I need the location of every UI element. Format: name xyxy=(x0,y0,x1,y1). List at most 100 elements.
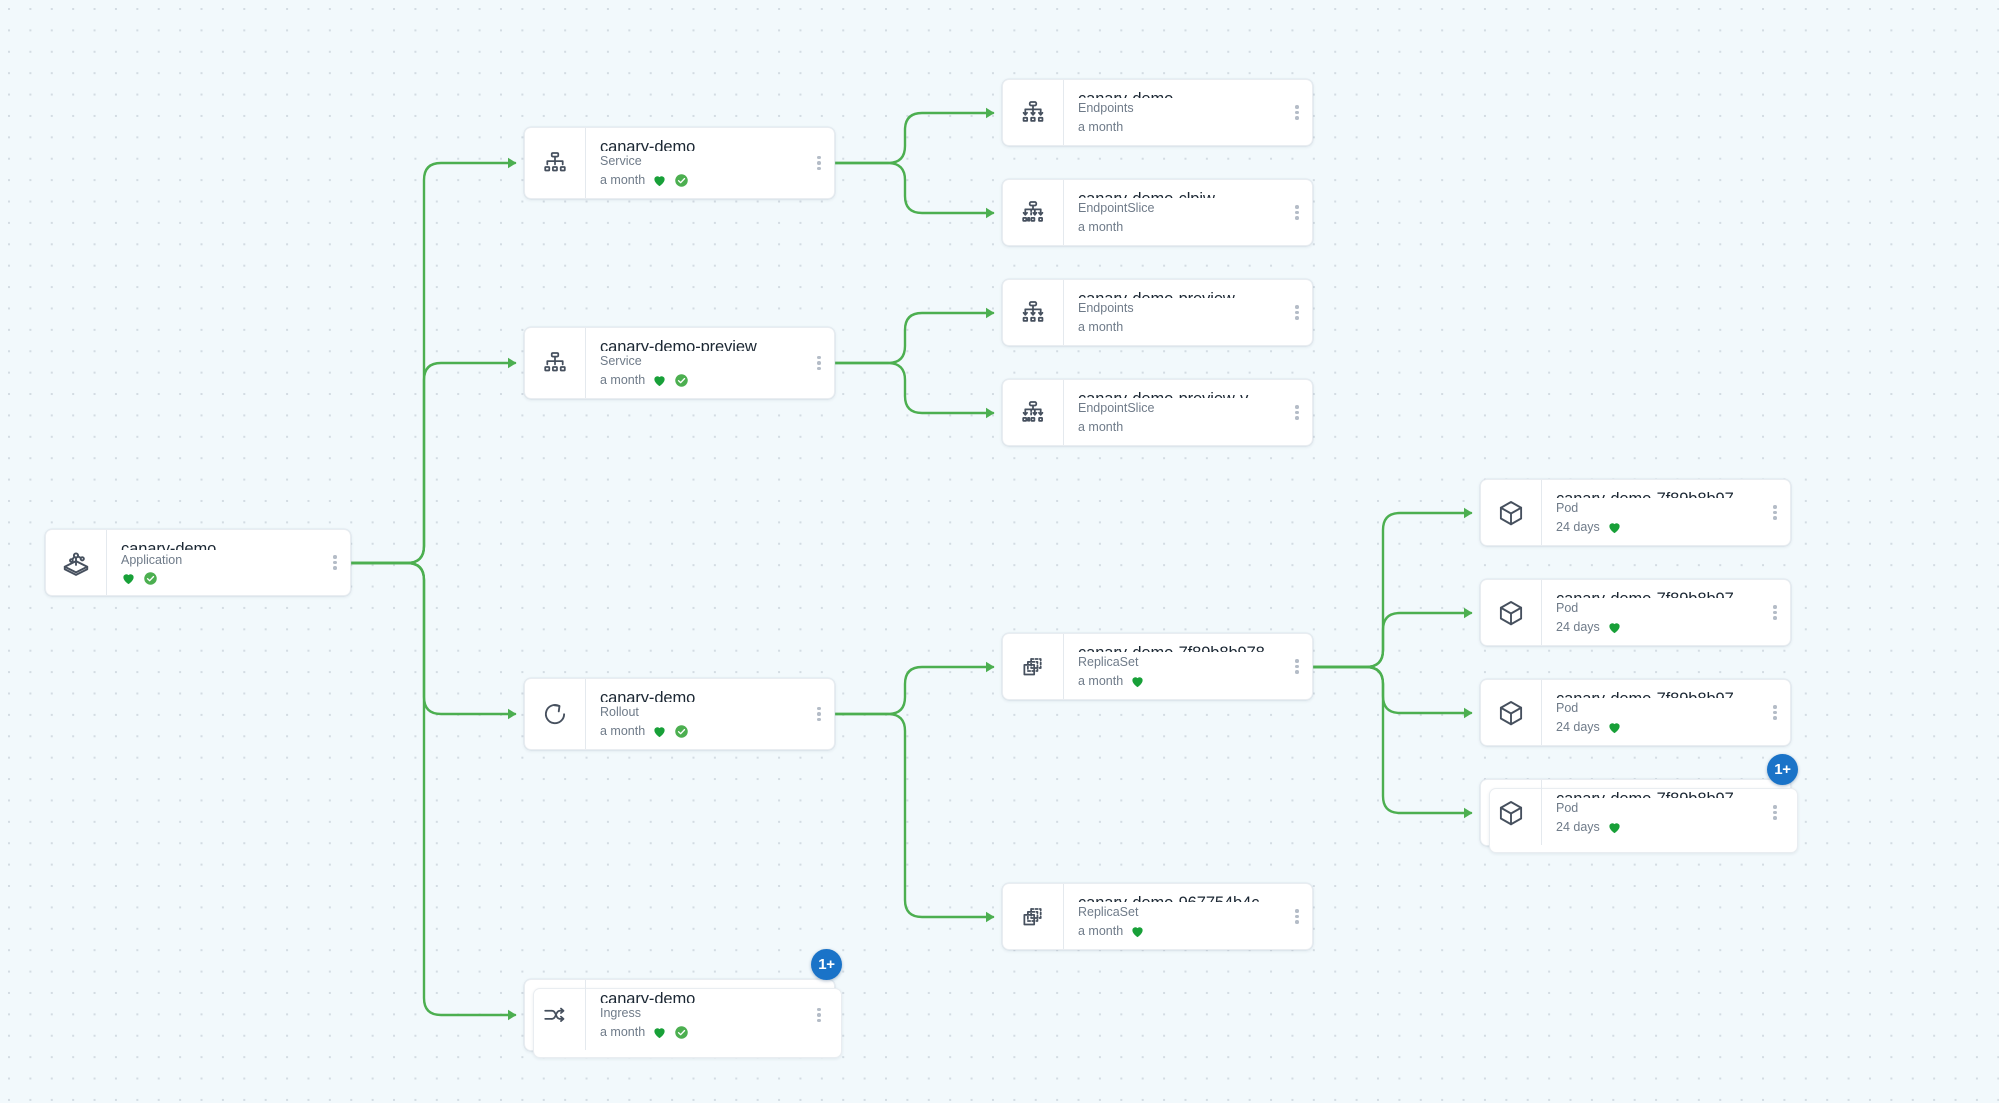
node-kind: ReplicaSet xyxy=(1078,905,1139,920)
node-title: canary-demo-7f89b8b97... xyxy=(1556,489,1760,498)
edge-svc-canary-demo-preview-to-ep-canary-demo-preview xyxy=(833,311,995,365)
resource-node-rollout-canary-demo[interactable]: canary-demo Rollout a month xyxy=(524,678,835,750)
edge-arrowhead xyxy=(986,207,995,219)
node-age: a month xyxy=(1078,419,1124,434)
badge-ingress[interactable]: 1+ xyxy=(811,949,842,980)
node-age: 24 days xyxy=(1556,719,1600,734)
node-kind: EndpointSlice xyxy=(1078,401,1155,416)
edge-arrowhead xyxy=(986,661,995,673)
resource-node-rs-7f89b8b978[interactable]: canary-demo-7f89b8b978 ReplicaSet a mont… xyxy=(1002,633,1313,700)
ingress-icon xyxy=(525,980,585,1050)
node-age: a month xyxy=(1078,219,1124,234)
node-age: a month xyxy=(1078,319,1124,334)
node-age: a month xyxy=(600,372,646,387)
node-menu-button[interactable] xyxy=(320,530,350,595)
edge-arrowhead xyxy=(508,708,517,720)
node-status: 24 days xyxy=(1556,719,1760,736)
node-status: a month xyxy=(600,723,804,740)
replicaset-icon xyxy=(1003,634,1063,699)
edge-arrowhead xyxy=(1464,707,1473,719)
resource-node-ep-canary-demo-preview[interactable]: canary-demo-preview Endpoints a month xyxy=(1002,279,1313,346)
node-status: a month xyxy=(1078,119,1282,136)
resource-node-app[interactable]: canary-demo Application xyxy=(45,529,351,596)
resource-node-eps-canary-demo-preview-v[interactable]: canary-demo-preview-v... EndpointSlice a… xyxy=(1002,379,1313,446)
edge-app-to-rollout-canary-demo xyxy=(349,561,517,716)
node-kind: Ingress xyxy=(600,1006,641,1021)
badge-pod-group[interactable]: 1+ xyxy=(1767,754,1798,785)
node-menu-button[interactable] xyxy=(1760,780,1790,845)
edge-rollout-canary-demo-to-rs-967754b4c xyxy=(833,712,995,919)
edge-app-to-svc-canary-demo xyxy=(349,161,517,565)
node-body: canary-demo-preview Service a month xyxy=(585,328,804,398)
resource-node-ingress-canary-demo[interactable]: canary-demo Ingress a month xyxy=(524,979,842,1058)
node-menu-button[interactable] xyxy=(1282,180,1312,245)
node-menu-button[interactable] xyxy=(1760,680,1790,745)
resource-node-svc-canary-demo[interactable]: canary-demo Service a month xyxy=(524,127,835,199)
node-menu-button[interactable] xyxy=(804,328,834,398)
node-title: canary-demo xyxy=(600,689,696,703)
rollout-icon xyxy=(525,679,585,749)
resource-node-pod-2[interactable]: canary-demo-7f89b8b97... Pod 24 days xyxy=(1480,579,1791,646)
node-menu-button[interactable] xyxy=(1760,580,1790,645)
resource-node-rs-967754b4c[interactable]: canary-demo-967754b4c ReplicaSet a month xyxy=(1002,883,1313,950)
node-title: canary-demo-preview xyxy=(1078,289,1282,298)
node-age: 24 days xyxy=(1556,519,1600,534)
edge-arrowhead xyxy=(986,307,995,319)
node-age: a month xyxy=(600,723,646,738)
node-kind: Rollout xyxy=(600,705,639,720)
node-title: canary-demo-clpjw xyxy=(1078,189,1282,198)
node-menu-button[interactable] xyxy=(1282,884,1312,949)
resource-node-pod-3[interactable]: canary-demo-7f89b8b97... Pod 24 days xyxy=(1480,679,1791,746)
pod-icon xyxy=(1481,580,1541,645)
node-kind: Endpoints xyxy=(1078,101,1134,116)
resource-node-pod-1[interactable]: canary-demo-7f89b8b97... Pod 24 days xyxy=(1480,479,1791,546)
node-body: canary-demo Application xyxy=(106,530,320,595)
node-status: a month xyxy=(1078,219,1282,236)
node-kind: ReplicaSet xyxy=(1078,655,1139,670)
node-body: canary-demo-7f89b8b978 ReplicaSet a mont… xyxy=(1063,634,1282,699)
edge-rs-7f89b8b978-to-pod-2 xyxy=(1311,611,1473,669)
endpoints-icon xyxy=(1003,80,1063,145)
node-body: canary-demo-7f89b8b97... Pod 24 days xyxy=(1541,780,1760,845)
endpointslice-icon xyxy=(1003,380,1063,445)
node-status: a month xyxy=(1078,923,1282,940)
node-status: a month xyxy=(600,172,804,189)
node-status: 24 days xyxy=(1556,819,1760,836)
node-status xyxy=(121,571,320,586)
edge-app-to-ingress-canary-demo xyxy=(349,561,517,1017)
node-menu-button[interactable] xyxy=(804,679,834,749)
node-kind: Service xyxy=(600,154,642,169)
resource-node-pod-4[interactable]: canary-demo-7f89b8b97... Pod 24 days xyxy=(1480,779,1798,853)
service-icon xyxy=(525,128,585,198)
node-title: canary-demo-967754b4c xyxy=(1078,893,1282,902)
node-age: a month xyxy=(1078,923,1124,938)
node-menu-button[interactable] xyxy=(804,980,834,1050)
edge-svc-canary-demo-preview-to-eps-canary-demo-preview-v xyxy=(833,361,995,415)
edge-arrowhead xyxy=(1464,507,1473,519)
node-menu-button[interactable] xyxy=(804,128,834,198)
node-menu-button[interactable] xyxy=(1282,634,1312,699)
resource-node-svc-canary-demo-preview[interactable]: canary-demo-preview Service a month xyxy=(524,327,835,399)
pod-icon xyxy=(1481,680,1541,745)
node-kind: Application xyxy=(121,553,183,568)
node-menu-button[interactable] xyxy=(1282,280,1312,345)
node-title: canary-demo xyxy=(121,540,217,551)
edge-arrowhead xyxy=(986,107,995,119)
resource-node-eps-canary-demo-clpjw[interactable]: canary-demo-clpjw EndpointSlice a month xyxy=(1002,179,1313,246)
node-age: a month xyxy=(1078,673,1124,688)
node-menu-button[interactable] xyxy=(1282,80,1312,145)
pod-icon xyxy=(1481,480,1541,545)
edge-arrowhead xyxy=(986,911,995,923)
node-menu-button[interactable] xyxy=(1760,480,1790,545)
node-age: a month xyxy=(600,1024,646,1039)
node-age: a month xyxy=(1078,119,1124,134)
node-body: canary-demo-7f89b8b97... Pod 24 days xyxy=(1541,580,1760,645)
edge-arrowhead xyxy=(1464,607,1473,619)
node-kind: Endpoints xyxy=(1078,301,1134,316)
resource-node-ep-canary-demo[interactable]: canary-demo Endpoints a month xyxy=(1002,79,1313,146)
node-menu-button[interactable] xyxy=(1282,380,1312,445)
node-title: canary-demo xyxy=(1078,89,1282,98)
endpoints-icon xyxy=(1003,280,1063,345)
node-status: 24 days xyxy=(1556,619,1760,636)
